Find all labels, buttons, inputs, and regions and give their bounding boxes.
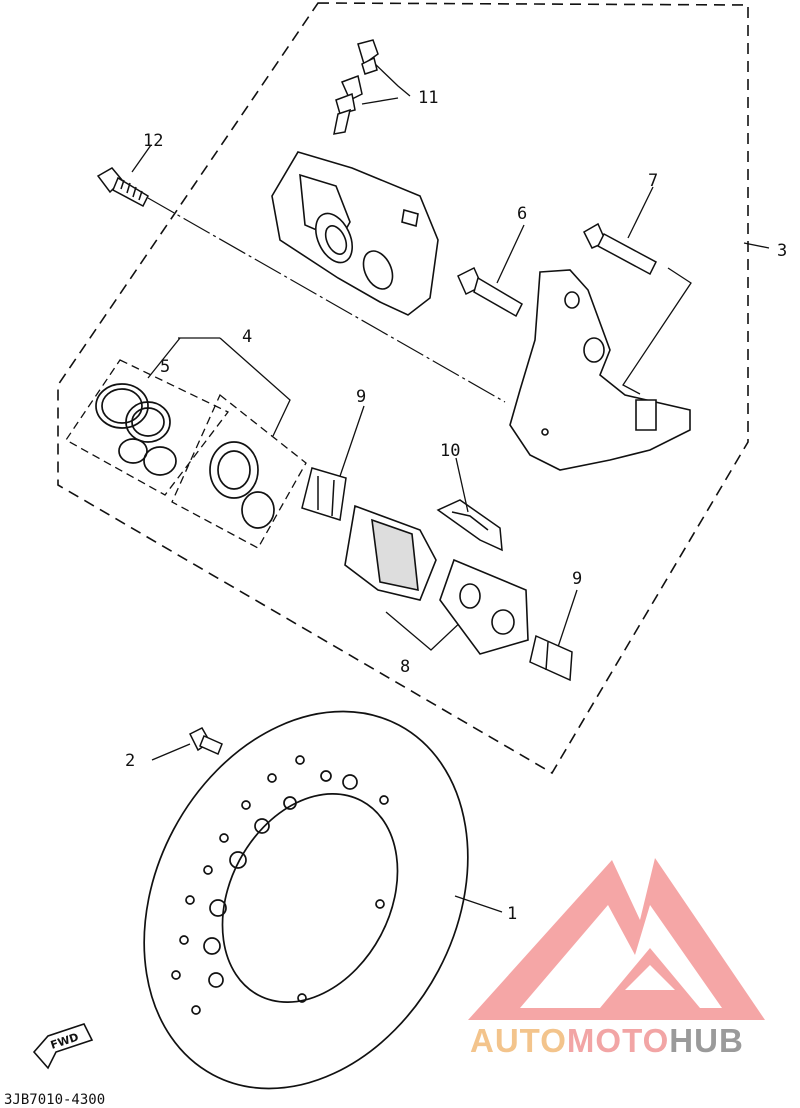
callout-7: 7 bbox=[648, 171, 658, 191]
watermark-moto: MOTO bbox=[566, 1022, 670, 1059]
callout-6: 6 bbox=[517, 204, 527, 224]
leader-lines bbox=[131, 61, 770, 913]
bolt-12-leader-line bbox=[147, 197, 506, 403]
watermark-hub: HUB bbox=[669, 1022, 744, 1059]
callout-10: 10 bbox=[440, 441, 460, 461]
bleed-screw-11 bbox=[333, 39, 379, 135]
brake-pad-8-outer bbox=[439, 558, 529, 655]
watermark-auto: AUTO bbox=[470, 1022, 567, 1059]
callout-1: 1 bbox=[507, 904, 517, 924]
disc-bolt-2 bbox=[188, 727, 223, 756]
diagram-code: 3JB7010-4300 bbox=[4, 1092, 105, 1108]
forward-arrow-icon: FWD bbox=[32, 1023, 94, 1070]
piston-group-boundary bbox=[171, 393, 307, 549]
bolt-12 bbox=[96, 167, 149, 208]
piston-seals-5 bbox=[95, 383, 177, 476]
caliper-assembly-boundary bbox=[57, 2, 749, 775]
pad-spring-10 bbox=[436, 499, 503, 552]
automotohub-watermark-text: AUTOMOTOHUB bbox=[470, 1022, 800, 1060]
brake-pad-8-inner bbox=[344, 504, 437, 601]
pad-clip-9-right bbox=[529, 634, 573, 682]
callout-3: 3 bbox=[777, 241, 787, 261]
callout-9-upper: 9 bbox=[356, 387, 366, 407]
caliper-body bbox=[271, 151, 439, 316]
callout-8: 8 bbox=[400, 657, 410, 677]
callout-12: 12 bbox=[143, 131, 163, 151]
callout-5: 5 bbox=[160, 357, 170, 377]
brake-disc-1 bbox=[143, 710, 469, 1090]
pad-clip-9-left bbox=[301, 467, 347, 521]
callout-11: 11 bbox=[418, 88, 438, 108]
automotohub-logo-mark bbox=[468, 858, 765, 1020]
callout-4: 4 bbox=[242, 327, 252, 347]
callout-9-lower: 9 bbox=[572, 569, 582, 589]
seal-group-boundary bbox=[65, 359, 229, 496]
piston-4 bbox=[209, 441, 275, 529]
caliper-bracket bbox=[509, 269, 691, 471]
pin-bolt-7 bbox=[583, 222, 657, 276]
pin-bolt-6 bbox=[457, 266, 523, 318]
callout-2: 2 bbox=[125, 751, 135, 771]
